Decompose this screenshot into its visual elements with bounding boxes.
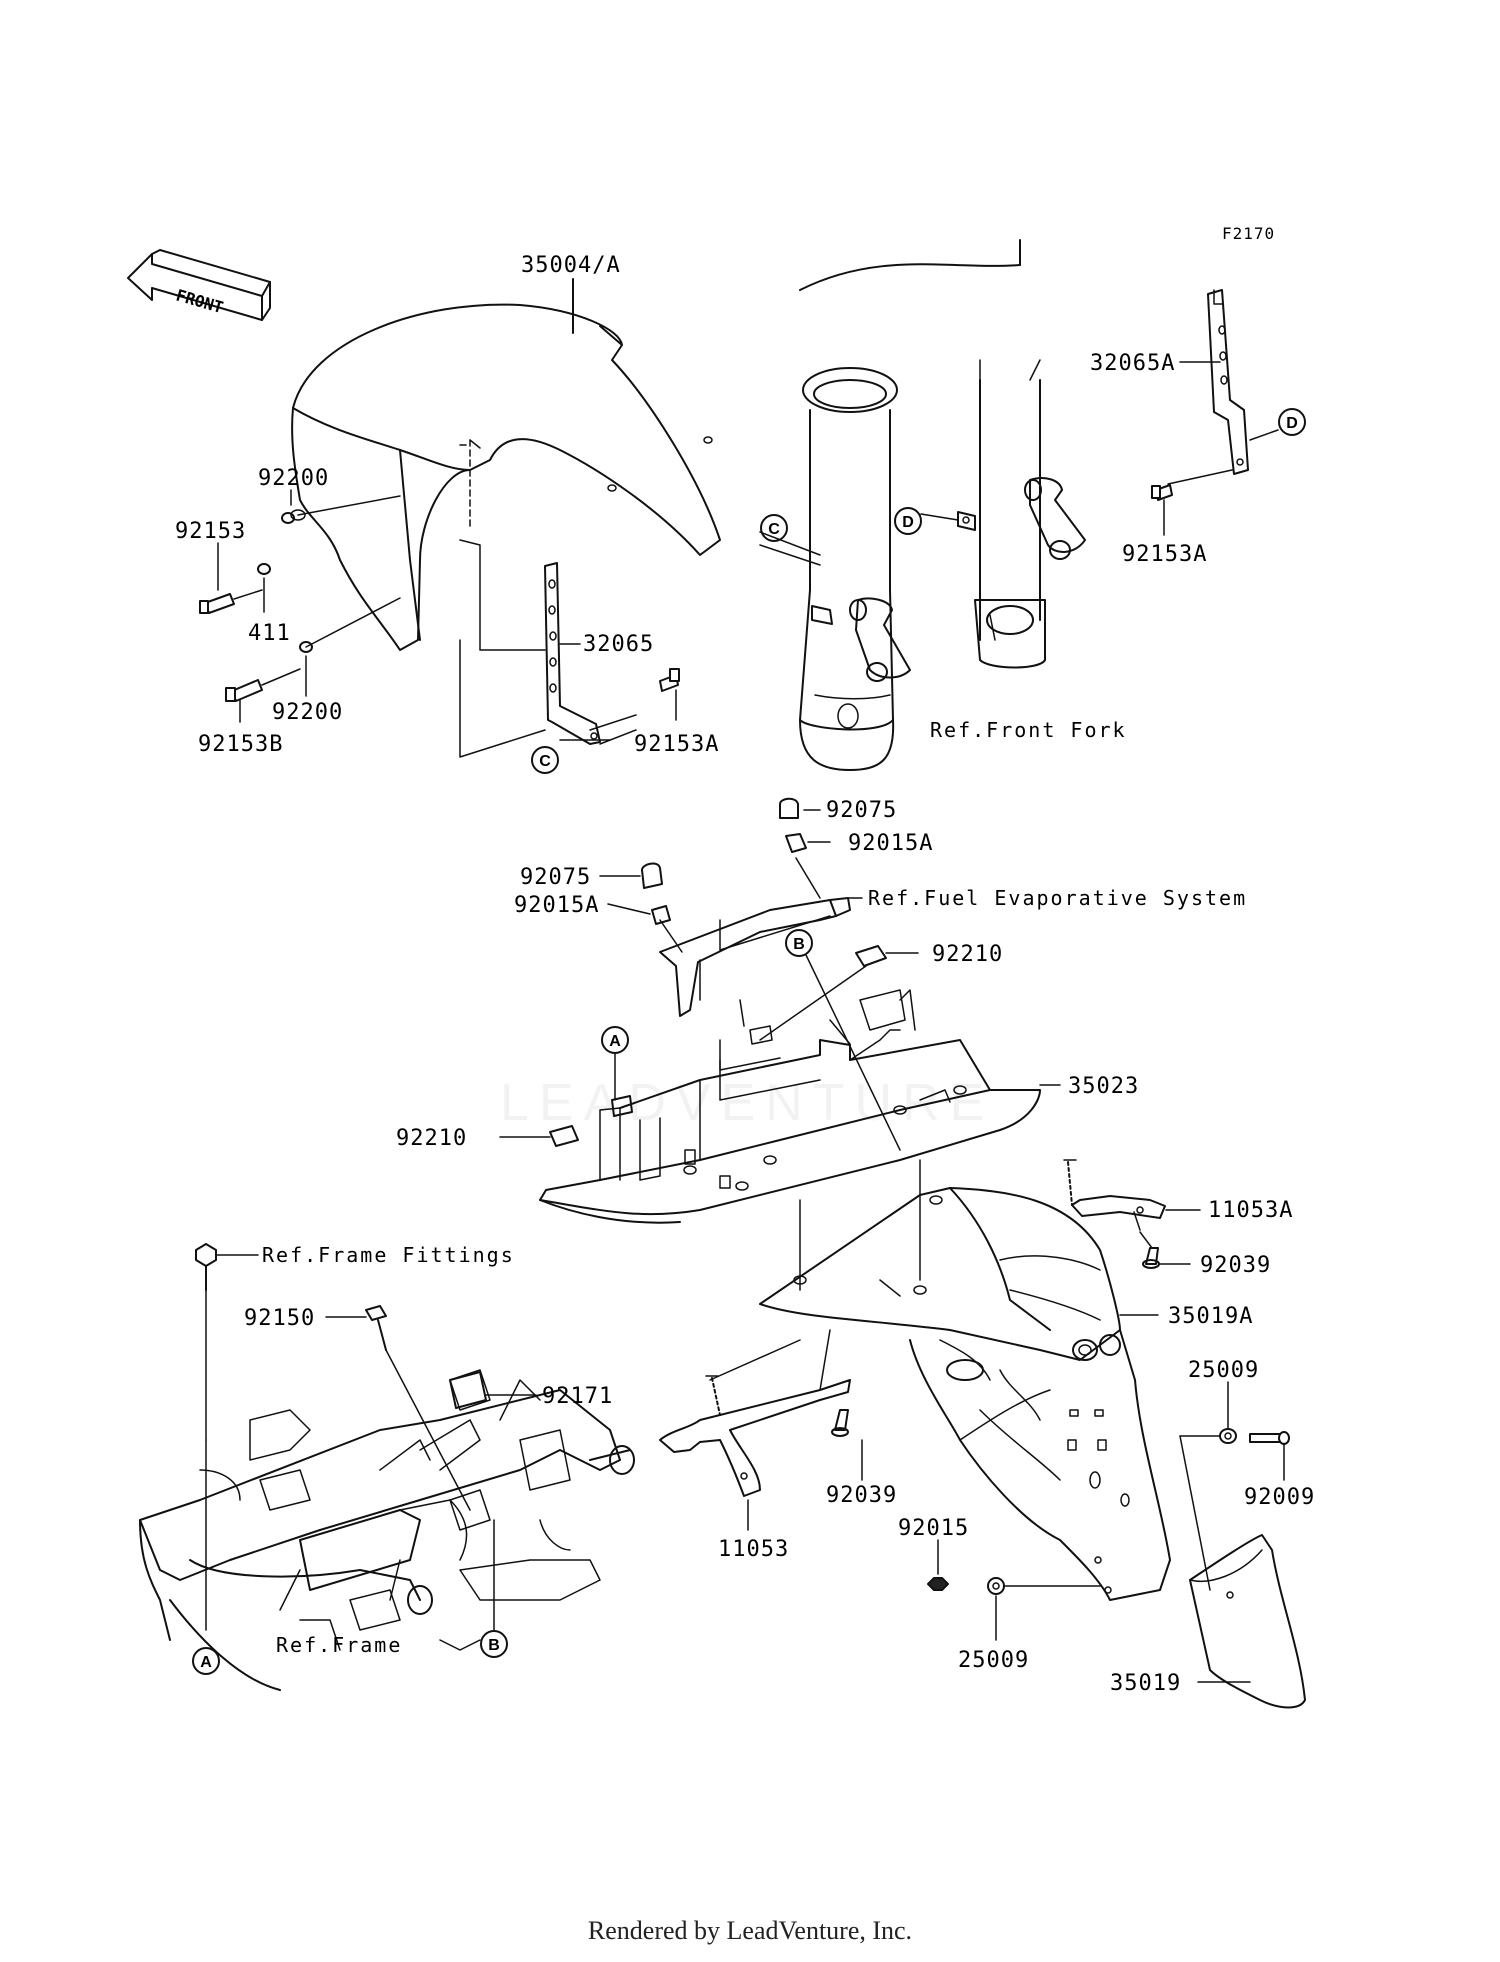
part-92171-label: 92171 [542,1384,613,1409]
part-92015a-left-label: 92015A [514,893,599,918]
callout-a-frame-letter: A [200,1654,212,1671]
watermark-text: LEADVENTURE [500,1074,994,1132]
ref-front-fork: Ref.Front Fork [930,718,1127,742]
bracket-32065-drawing [459,539,680,758]
callout-d-bracket-letter: D [1286,415,1298,432]
bolt-ref-frame-fittings [195,1243,217,1291]
screw-92039-bottom [831,1409,849,1437]
callout-a-frame [192,1647,220,1675]
clip-92210-top [855,945,919,967]
ref-frame-fittings: Ref.Frame Fittings [262,1243,515,1267]
bolt-92150 [365,1305,387,1351]
callout-d-fork-letter: D [902,514,914,531]
part-92015a-top-label: 92015A [848,831,933,856]
part-92075-left-label: 92075 [520,865,591,890]
part-92039-right-label: 92039 [1200,1253,1271,1278]
part-35023-label: 35023 [1068,1074,1139,1099]
diagram-code: F2170 [1222,224,1275,243]
fuel-evap-bracket-drawing [641,797,851,1017]
part-11053-label: 11053 [718,1537,789,1562]
part-92200-bottom-label: 92200 [272,700,343,725]
part-92150-label: 92150 [244,1306,315,1331]
clip-92210-left [499,1125,579,1147]
ref-frame: Ref.Frame [276,1633,402,1657]
part-92210-top-label: 92210 [932,942,1003,967]
bracket-32065a-drawing [1151,289,1279,501]
callout-b-35023-letter: B [793,936,805,953]
part-92009-label: 92009 [1244,1485,1315,1510]
rear-fender-35019a-drawing [759,1187,1171,1601]
frame-drawing [139,1369,635,1691]
fender-fasteners [199,495,401,702]
callout-a-35023-letter: A [609,1033,621,1050]
part-11053a-label: 11053A [1208,1198,1293,1223]
part-25009-top-label: 25009 [1188,1358,1259,1383]
mudguard-35019-drawing [1189,1534,1306,1709]
callout-b-frame [480,1630,508,1658]
front-fender-drawing [291,303,721,651]
part-92039-bottom-label: 92039 [826,1483,897,1508]
callout-d-bracket [1278,408,1306,436]
nut-92015 [927,1577,949,1591]
part-92200-top-label: 92200 [258,466,329,491]
part-92153-label: 92153 [175,519,246,544]
callout-c-fender [531,746,559,774]
front-fork-drawing [799,239,1086,771]
clip-92171 [449,1371,537,1409]
washer-25009-bottom [987,1577,1005,1595]
fastener-25009-top [1219,1428,1237,1444]
callout-c-fork-letter: C [768,521,780,538]
rendered-by-footer: Rendered by LeadVenture, Inc. [587,1916,913,1945]
callout-c-fender-letter: C [539,753,551,770]
callout-d-fork [894,507,922,535]
ref-fuel-evaporative-system: Ref.Fuel Evaporative System [868,886,1247,910]
part-92153a-right-label: 92153A [1122,542,1207,567]
part-25009-bottom-label: 25009 [958,1648,1029,1673]
part-92075-top-label: 92075 [826,798,897,823]
callout-c-fork [760,514,788,542]
callout-b-frame-letter: B [488,1637,500,1654]
callout-b-35023 [785,929,813,957]
front-arrow-label: FRONT [174,286,226,318]
bracket-11053a-drawing [1063,1159,1166,1231]
part-35019a-label: 35019A [1168,1304,1253,1329]
part-92210-left-label: 92210 [396,1126,467,1151]
front-arrow-icon: FRONT [127,249,271,321]
part-35004a-label: 35004/A [521,253,621,278]
part-92153a-left-label: 92153A [634,732,719,757]
part-32065a-label: 32065A [1090,351,1175,376]
rear-fender-front-35023-drawing [539,989,1041,1224]
screw-92039-right [1139,1231,1160,1269]
part-411-label: 411 [248,621,291,646]
part-35019-label: 35019 [1110,1671,1181,1696]
part-32065-label: 32065 [583,632,654,657]
part-92015-label: 92015 [898,1516,969,1541]
bracket-11053-drawing [659,1329,851,1497]
part-92153b-label: 92153B [198,732,283,757]
fastener-92009 [1249,1431,1290,1445]
